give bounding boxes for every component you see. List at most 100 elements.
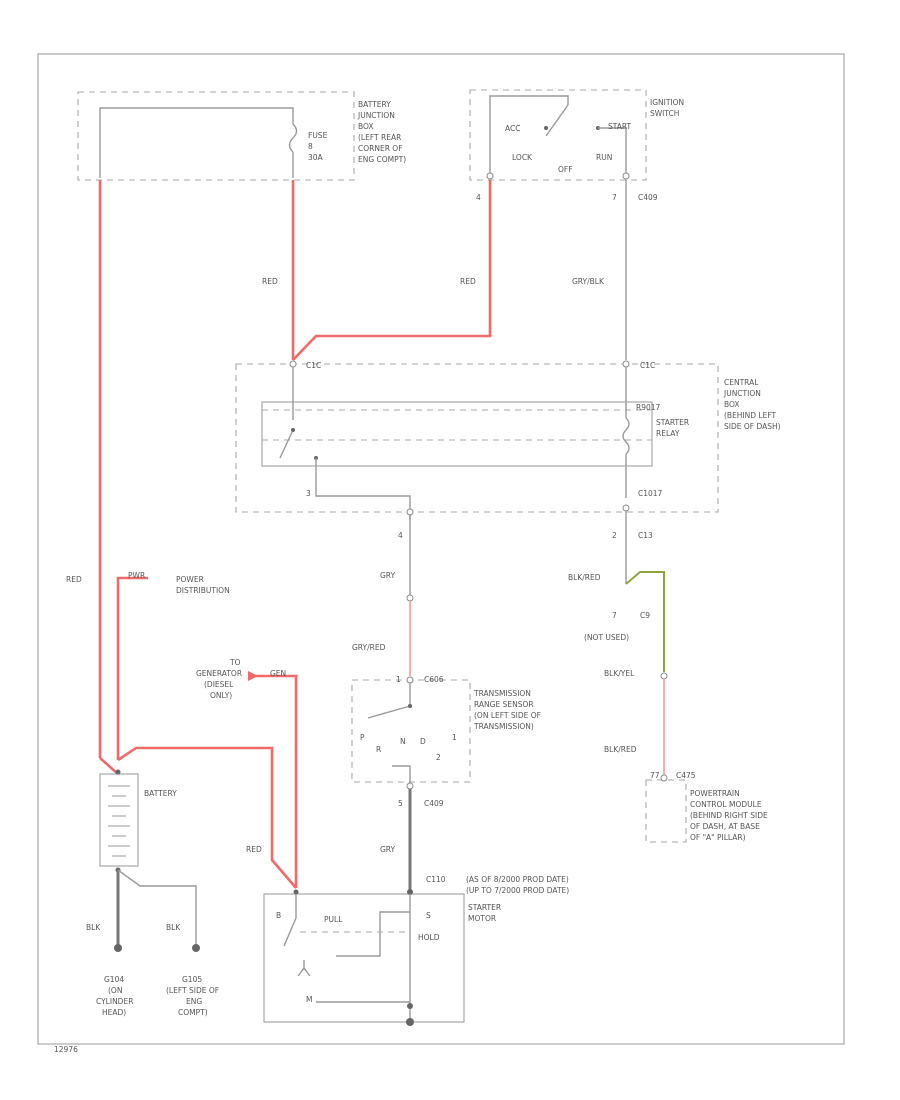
starter-pin-b: B (276, 911, 281, 920)
svg-text:(LEFT SIDE OF: (LEFT SIDE OF (166, 986, 219, 995)
connector-c13: C13 (638, 531, 653, 540)
svg-text:BATTERY: BATTERY (358, 100, 391, 109)
svg-text:CORNER OF: CORNER OF (358, 144, 403, 153)
svg-text:POWER: POWER (176, 575, 204, 584)
ground-right-wire: BLK (166, 923, 181, 932)
not-used-pin: 7 (612, 611, 617, 620)
ignition-switch-box (469, 89, 647, 181)
generator-label: TO GENERATOR (DIESEL ONLY) (196, 658, 242, 700)
svg-text:RANGE SENSOR: RANGE SENSOR (474, 700, 534, 709)
ignition-lock: LOCK (512, 153, 533, 162)
svg-text:JUNCTION: JUNCTION (723, 389, 761, 398)
starter-solenoid-contact (283, 917, 297, 947)
starter-pin-m: M (306, 995, 312, 1004)
wire-label-red-1: RED (262, 277, 278, 286)
wire-label-gry-red: GRY/RED (352, 643, 386, 652)
connector-c409: C409 (424, 799, 444, 808)
starter-note: (AS OF 8/2000 PROD DATE) (UP TO 7/2000 P… (466, 875, 569, 895)
starter-motor-box (263, 893, 465, 1023)
trs-pos-p: P (360, 733, 365, 742)
battery-label: BATTERY (144, 789, 177, 798)
battery-junction-box (77, 91, 355, 181)
svg-text:(AS OF 8/2000 PROD DATE): (AS OF 8/2000 PROD DATE) (466, 875, 569, 884)
svg-text:JUNCTION: JUNCTION (357, 111, 395, 120)
frame-id: 12976 (54, 1045, 78, 1054)
svg-text:OF DASH, AT BASE: OF DASH, AT BASE (690, 822, 760, 831)
not-used-label: (NOT USED) (584, 633, 629, 642)
svg-text:(ON: (ON (108, 986, 122, 995)
wire-label-gry-1: GRY (380, 571, 396, 580)
svg-text:G105: G105 (182, 975, 202, 984)
wire-label-red-bat: RED (246, 845, 262, 854)
trs-conn-pin: 1 (396, 675, 401, 684)
trs-pos-n: N (400, 737, 406, 746)
starter-relay-box (261, 401, 653, 467)
svg-text:COMPT): COMPT) (178, 1008, 208, 1017)
ground-g104-label: G104 (ON CYLINDER HEAD) (96, 975, 133, 1017)
wire-label-red-left: RED (66, 575, 82, 584)
svg-text:8: 8 (308, 142, 313, 151)
relay-connector: R9017 (636, 403, 661, 412)
ignition-pin-left: 4 (476, 193, 481, 202)
ignition-run: RUN (596, 153, 612, 162)
starter-relay-coil (622, 417, 630, 455)
trs-switch-contact (367, 705, 411, 719)
wire-label-gry-blk: GRY/BLK (572, 277, 605, 286)
starter-relay-label: STARTER RELAY (656, 418, 689, 438)
ignition-connector: C409 (638, 193, 658, 202)
svg-text:FUSE: FUSE (308, 131, 328, 140)
pcm-pin: 77 (650, 771, 660, 780)
svg-text:BOX: BOX (358, 122, 374, 131)
svg-text:TRANSMISSION): TRANSMISSION) (473, 722, 534, 731)
wire-label-red-2: RED (460, 277, 476, 286)
trs-pos-r: R (376, 745, 381, 754)
trs-pos-2: 2 (436, 753, 441, 762)
fuse-label: FUSE 8 30A (308, 131, 328, 162)
ignition-acc: ACC (505, 124, 520, 133)
ignition-pin-right: 7 (612, 193, 617, 202)
diagram-frame (37, 53, 845, 1045)
svg-text:TO: TO (229, 658, 241, 667)
svg-text:CENTRAL: CENTRAL (724, 378, 759, 387)
svg-text:ENG COMPT): ENG COMPT) (358, 155, 406, 164)
ignition-switch-contact (545, 104, 569, 137)
svg-text:OF "A" PILLAR): OF "A" PILLAR) (690, 833, 746, 842)
starter-motor-label: STARTER MOTOR (468, 903, 501, 923)
trs-conn: C606 (424, 675, 444, 684)
svg-text:(UP TO 7/2000 PROD DATE): (UP TO 7/2000 PROD DATE) (466, 886, 569, 895)
svg-text:MOTOR: MOTOR (468, 914, 496, 923)
svg-text:(ON LEFT SIDE OF: (ON LEFT SIDE OF (474, 711, 541, 720)
starter-motor-symbol (297, 960, 311, 977)
svg-text:IGNITION: IGNITION (650, 98, 684, 107)
pin-2: 2 (612, 531, 617, 540)
starter-relay-contact (279, 429, 294, 459)
svg-text:RELAY: RELAY (656, 429, 680, 438)
svg-text:CONTROL MODULE: CONTROL MODULE (690, 800, 762, 809)
svg-text:CYLINDER: CYLINDER (96, 997, 133, 1006)
ignition-start: START (608, 122, 632, 131)
wire-label-gry-2: GRY (380, 845, 396, 854)
svg-text:BOX: BOX (724, 400, 740, 409)
battery-symbol (99, 773, 139, 867)
svg-text:STARTER: STARTER (468, 903, 501, 912)
pcm-box (645, 779, 687, 843)
central-junction-box (235, 363, 719, 513)
svg-text:(LEFT REAR: (LEFT REAR (358, 133, 401, 142)
svg-text:STARTER: STARTER (656, 418, 689, 427)
cjb-c1-right: C1C (640, 361, 655, 370)
starter-pin-s: S (426, 911, 431, 920)
not-used-connector: C9 (640, 611, 650, 620)
svg-text:(BEHIND RIGHT SIDE: (BEHIND RIGHT SIDE (690, 811, 768, 820)
cjb-c1-left: C1C (306, 361, 321, 370)
pin-5: 5 (398, 799, 403, 808)
power-distribution-label: POWER DISTRIBUTION (176, 575, 230, 595)
trs-label: TRANSMISSION RANGE SENSOR (ON LEFT SIDE … (473, 689, 541, 731)
battery-junction-box-label: BATTERY JUNCTION BOX (LEFT REAR CORNER O… (357, 100, 406, 164)
svg-text:(BEHIND LEFT: (BEHIND LEFT (724, 411, 777, 420)
starter-hold: HOLD (418, 933, 440, 942)
svg-text:ONLY): ONLY) (210, 691, 232, 700)
ground-g105-label: G105 (LEFT SIDE OF ENG COMPT) (166, 975, 219, 1017)
transmission-range-sensor (351, 679, 471, 783)
power-dist-tag: PWR (128, 571, 145, 580)
svg-text:G104: G104 (104, 975, 124, 984)
